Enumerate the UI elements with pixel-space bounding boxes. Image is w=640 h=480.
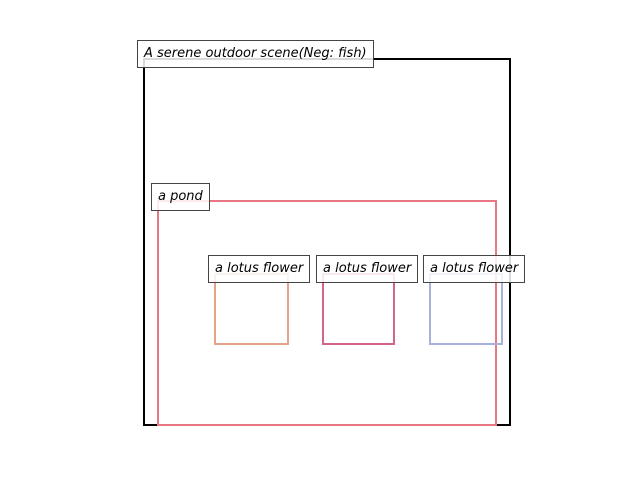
scene-caption: A serene outdoor scene(Neg: fish) xyxy=(137,40,374,68)
lotus-label-1: a lotus flower xyxy=(208,255,311,283)
lotus-label-2: a lotus flower xyxy=(316,255,419,283)
lotus-box-3 xyxy=(429,273,503,345)
lotus-box-2 xyxy=(322,273,395,345)
pond-box xyxy=(157,200,497,426)
lotus-box-1 xyxy=(214,273,289,345)
pond-label: a pond xyxy=(151,183,210,211)
lotus-label-3: a lotus flower xyxy=(423,255,526,283)
